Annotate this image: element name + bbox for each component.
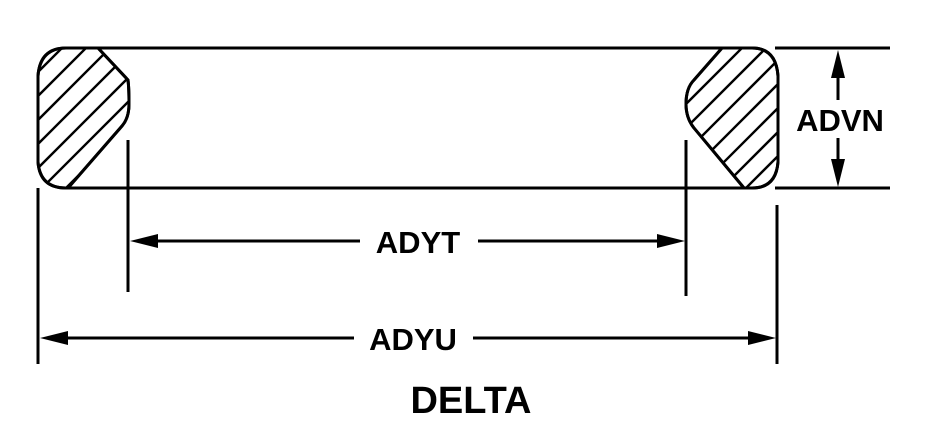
label-adyu: ADYU bbox=[369, 322, 457, 357]
dimension-adyt: ADYT bbox=[130, 225, 685, 260]
arrow-left-icon bbox=[40, 331, 68, 345]
diagram-title: DELTA bbox=[410, 380, 531, 422]
dimension-advn: ADVN bbox=[796, 50, 884, 187]
arrow-up-icon bbox=[831, 50, 845, 78]
arrow-right-icon bbox=[748, 331, 776, 345]
arrow-down-icon bbox=[831, 159, 845, 187]
label-advn: ADVN bbox=[796, 103, 884, 138]
arrow-left-icon bbox=[130, 234, 158, 248]
label-adyt: ADYT bbox=[376, 225, 460, 260]
left-section bbox=[36, 46, 131, 190]
dimension-adyu: ADYU bbox=[40, 322, 776, 357]
arrow-right-icon bbox=[657, 234, 685, 248]
